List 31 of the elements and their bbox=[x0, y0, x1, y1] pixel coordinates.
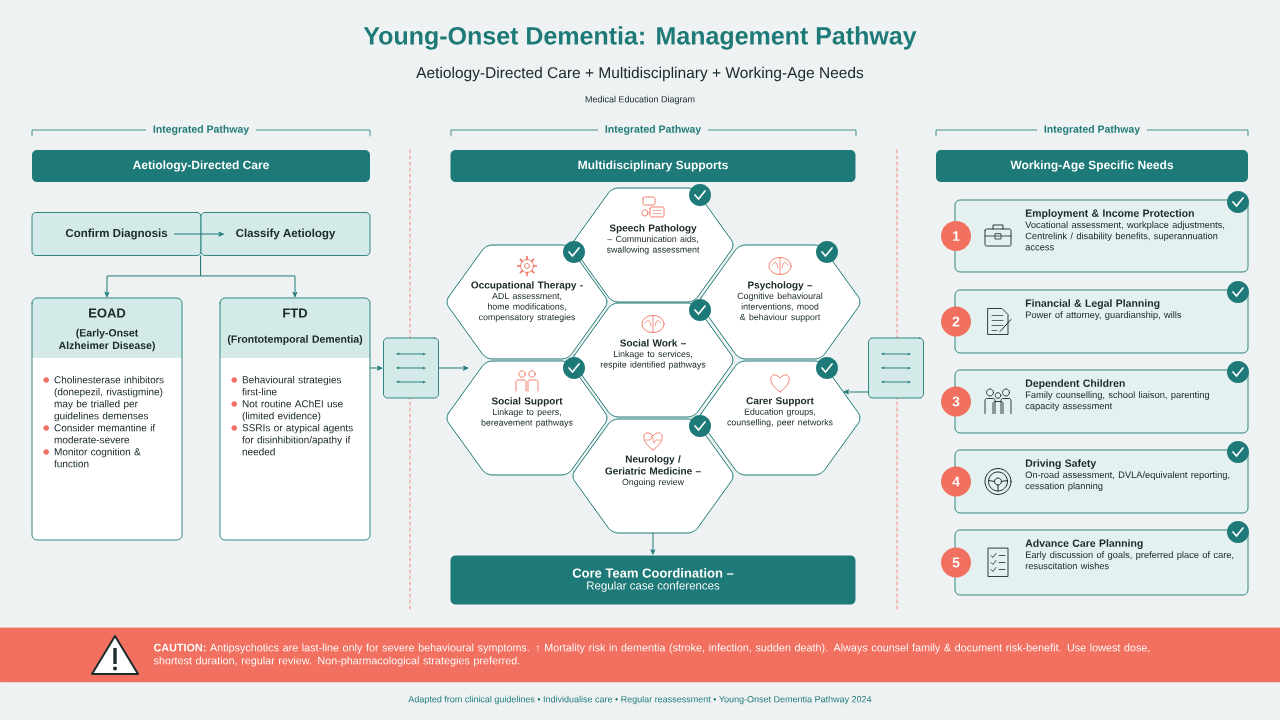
arrow bbox=[438, 365, 469, 371]
arrow bbox=[650, 532, 656, 555]
subtitle: Aetiology-Directed Care + Multidisciplinary + Working-Age Needs bbox=[416, 66, 864, 82]
discipline-hexagon: Occupational Therapy - ADL assessment, home modifications, compensatory strategies bbox=[446, 244, 608, 360]
discipline-hexagon: Psychology – Cognitive behavioural interventions, mood & behaviour support bbox=[699, 244, 861, 360]
subtype-card: FTD (Frontotemporal Dementia) Behavioural strategies first-line Not routine AChEI use (limited evidence) SSRIs or atypical agents for disinhibition/apathy if needed bbox=[219, 297, 371, 541]
coordination-box: Core Team Coordination – Regular case conferences bbox=[450, 555, 856, 605]
connector-box bbox=[868, 337, 924, 399]
need-card: 5 Advance Care Planning Early discussion of goals, preferred place of care, resuscitation wishes bbox=[941, 529, 1249, 596]
connector-box bbox=[383, 337, 439, 399]
footer: Adapted from clinical guidelines • Individualise care • Regular reassessment • Young-Onset Dementia Pathway 2024 bbox=[408, 695, 872, 705]
section-label: Integrated Pathway bbox=[153, 125, 250, 135]
need-card: 3 Dependent Children Family counselling, school liaison, parenting capacity assessment bbox=[941, 369, 1249, 434]
need-card: 4 Driving Safety On-road assessment, DVLA/equivalent reporting, cessation planning bbox=[941, 449, 1249, 514]
arrow bbox=[200, 255, 298, 298]
section-header: Multidisciplinary Supports bbox=[450, 150, 856, 182]
title: Young-Onset Dementia: Management Pathway bbox=[363, 26, 917, 50]
subtype-card: EOAD (Early-Onset Alzheimer Disease) Cholinesterase inhibitors (donepezil, rivastigmine) may be trialled per guidelines demenses Consider memantine if moderate-severe Monitor cognition & function bbox=[31, 297, 183, 541]
step-box: Classify Aetiology bbox=[200, 212, 371, 256]
arrow bbox=[369, 365, 383, 371]
caution-banner: CAUTION: Antipsychotics are last-line only for severe behavioural symptoms. ↑ Mortality risk in dementia (stroke, infection, sudden death). Always counsel family & document risk-benefit. Use lowest dose, shortest duration, regular review. Non-pharmacological strategies preferred. bbox=[0, 627, 1280, 683]
arrow bbox=[843, 389, 869, 395]
step-box: Confirm Diagnosis bbox=[31, 212, 202, 256]
need-card: 1 Employment & Income Protection Vocational assessment, workplace adjustments, Centrelink / disability benefits, superannuation access bbox=[941, 199, 1249, 273]
note: Medical Education Diagram bbox=[585, 95, 695, 105]
section-header: Working-Age Specific Needs bbox=[936, 150, 1248, 182]
arrow bbox=[174, 231, 224, 237]
section-header: Aetiology-Directed Care bbox=[32, 150, 370, 182]
need-card: 2 Financial & Legal Planning Power of attorney, guardianship, wills bbox=[941, 289, 1249, 354]
section-label: Integrated Pathway bbox=[1044, 125, 1141, 135]
section-label: Integrated Pathway bbox=[605, 125, 702, 135]
